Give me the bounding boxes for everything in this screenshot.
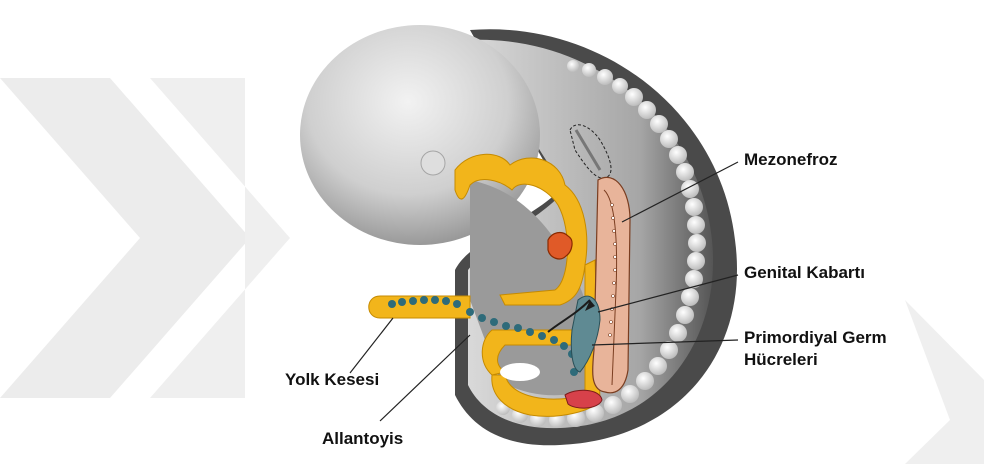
label-mesonephros: Mezonefroz [744,150,838,169]
watermark-chevron-far-right [905,300,984,464]
cloaca [565,390,602,408]
mesonephros [593,177,630,392]
gut-lumen [500,363,540,381]
label-pgc-line2: Hücreleri [744,350,818,369]
label-pgc-line1: Primordiyal Germ [744,328,887,347]
yolk-sac-leader [350,318,393,373]
eye-placode [421,151,445,175]
label-allantois: Allantoyis [322,429,403,448]
label-genital-ridge: Genital Kabartı [744,263,865,282]
label-yolk-sac: Yolk Kesesi [285,370,379,389]
